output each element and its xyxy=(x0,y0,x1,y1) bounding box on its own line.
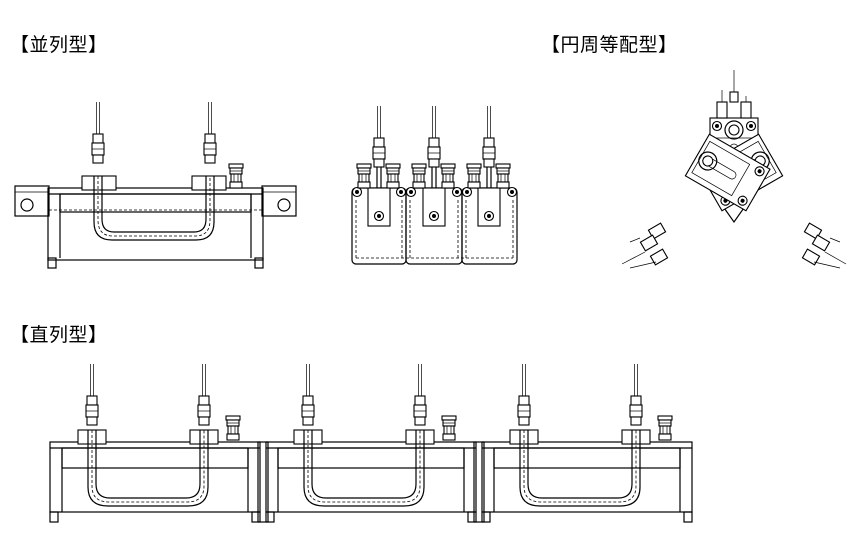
parallel-front-view xyxy=(351,105,518,265)
parallel-side-view xyxy=(14,101,297,269)
series-type-label: 【直列型】 xyxy=(10,324,108,346)
circular-type-label: 【円周等配型】 xyxy=(541,34,678,56)
parallel-type-label: 【並列型】 xyxy=(10,34,108,56)
circular-view xyxy=(621,70,847,269)
series-view xyxy=(50,364,692,523)
